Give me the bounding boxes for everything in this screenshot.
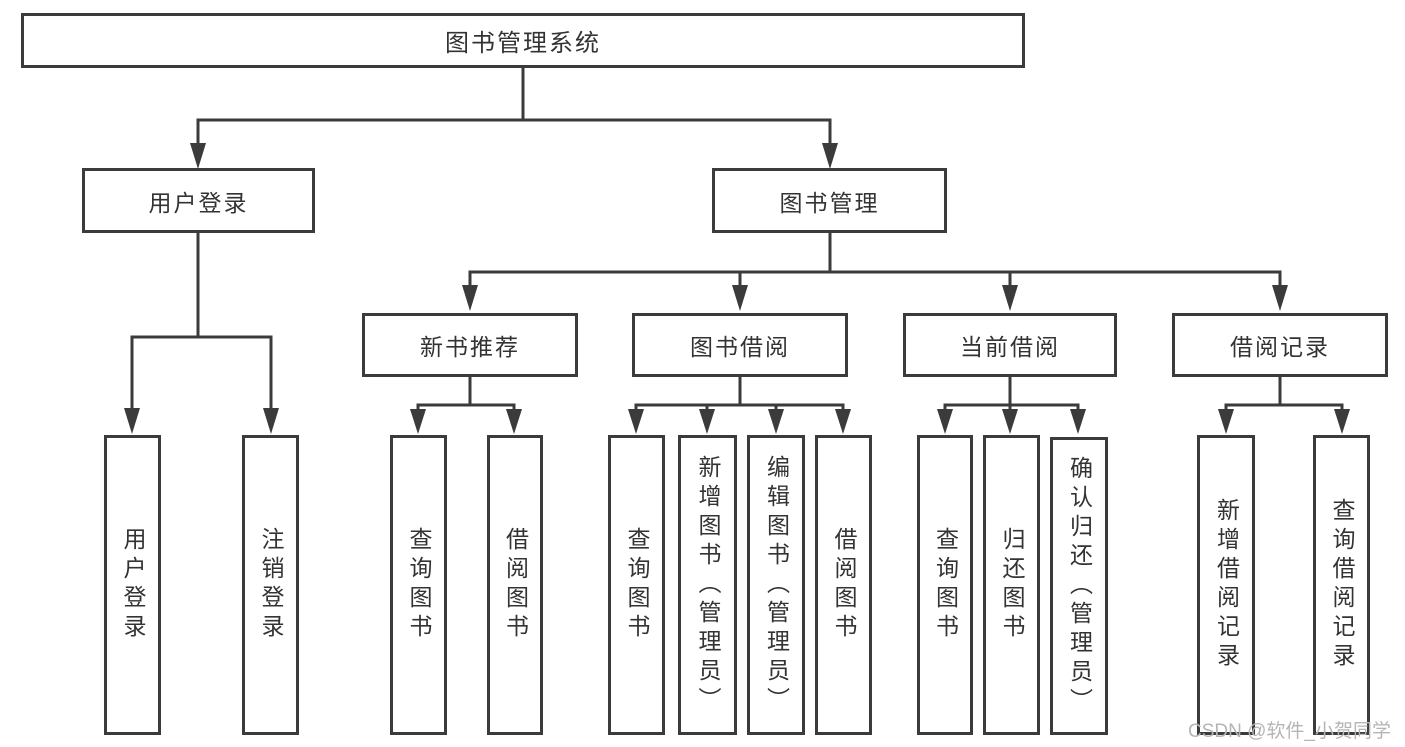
arrow-down-icon: [410, 409, 426, 434]
node-leaf-query-books-2: 查询图书: [608, 435, 665, 735]
arrow-down-icon: [263, 408, 279, 434]
node-label: 用户登录: [120, 527, 146, 643]
node-label: 借阅图书: [831, 527, 857, 643]
arrow-down-icon: [835, 409, 851, 434]
node-user-login: 用户登录: [82, 168, 315, 233]
node-label: 查询图书: [406, 527, 432, 643]
node-label: 新增图书（管理员）: [695, 454, 721, 716]
arrow-down-icon: [822, 143, 838, 169]
arrow-down-icon: [462, 285, 478, 311]
node-label: 确认归还（管理员）: [1066, 455, 1093, 717]
node-label: 图书管理: [779, 189, 880, 216]
node-borrowing-records: 借阅记录: [1172, 313, 1388, 377]
node-label: 查询图书: [932, 527, 959, 643]
node-leaf-borrow-books-2: 借阅图书: [815, 435, 872, 735]
arrow-down-icon: [1002, 285, 1018, 311]
arrow-down-icon: [124, 408, 140, 434]
node-label: 借阅记录: [1230, 334, 1330, 360]
node-leaf-query-books-1: 查询图书: [390, 435, 447, 735]
node-new-book-recommend: 新书推荐: [362, 313, 578, 377]
node-label: 当前借阅: [960, 334, 1060, 360]
node-leaf-query-books-3: 查询图书: [917, 435, 973, 735]
watermark: CSDN @软件_小贺同学: [1188, 721, 1391, 742]
arrow-down-icon: [732, 285, 748, 311]
node-leaf-add-borrow-record: 新增借阅记录: [1197, 435, 1255, 735]
node-label: 注销登录: [258, 527, 284, 643]
node-leaf-edit-books-admin: 编辑图书（管理员）: [747, 435, 805, 735]
node-label: 图书借阅: [690, 334, 790, 360]
node-label: 图书管理系统: [445, 30, 601, 57]
arrow-down-icon: [190, 143, 206, 169]
connector-user-login-to-leaves: [124, 231, 279, 434]
node-leaf-query-borrow-record: 查询借阅记录: [1313, 435, 1370, 735]
node-label: 新增借阅记录: [1213, 498, 1240, 672]
connector-book-borrow-to-leaves: [628, 375, 851, 434]
arrow-down-icon: [1334, 409, 1350, 434]
arrow-down-icon: [1272, 285, 1288, 311]
arrow-down-icon: [1218, 409, 1234, 434]
node-leaf-confirm-return-admin: 确认归还（管理员）: [1050, 437, 1108, 735]
node-label: 查询借阅记录: [1329, 498, 1355, 672]
node-label: 新书推荐: [420, 334, 520, 360]
arrow-down-icon: [628, 409, 644, 434]
node-leaf-add-books-admin: 新增图书（管理员）: [678, 435, 737, 735]
node-label: 归还图书: [999, 527, 1025, 643]
node-root-system: 图书管理系统: [21, 13, 1025, 68]
connector-book-mgmt-to-level3: [462, 231, 1288, 311]
arrow-down-icon: [1002, 409, 1018, 434]
node-label: 查询图书: [624, 527, 650, 643]
connector-borrow-records-to-leaves: [1218, 375, 1350, 434]
connector-new-book-rec-to-leaves: [410, 375, 522, 434]
node-leaf-borrow-books-1: 借阅图书: [487, 435, 543, 735]
node-leaf-user-login: 用户登录: [104, 435, 161, 735]
connector-root-to-level2: [190, 66, 838, 169]
arrow-down-icon: [506, 409, 522, 434]
node-current-borrowing: 当前借阅: [903, 313, 1117, 377]
node-label: 用户登录: [148, 189, 249, 216]
node-leaf-logout: 注销登录: [242, 435, 299, 735]
arrow-down-icon: [937, 409, 953, 434]
arrow-down-icon: [699, 409, 715, 434]
node-book-management: 图书管理: [712, 168, 947, 233]
connector-current-borrow-to-leaves: [937, 375, 1086, 434]
node-leaf-return-books: 归还图书: [983, 435, 1040, 735]
arrow-down-icon: [768, 409, 784, 434]
node-label: 编辑图书（管理员）: [763, 454, 790, 716]
node-label: 借阅图书: [502, 527, 529, 643]
node-book-borrowing: 图书借阅: [632, 313, 848, 377]
arrow-down-icon: [1070, 409, 1086, 434]
